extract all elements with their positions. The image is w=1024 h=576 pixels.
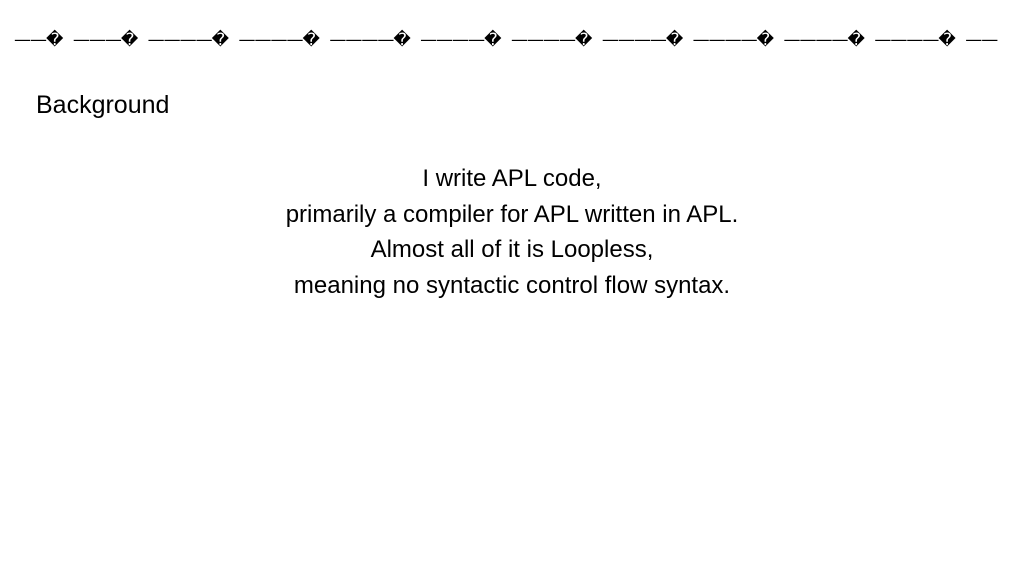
body-line-1: I write APL code, — [422, 165, 602, 192]
body-line-3: Almost all of it is Loopless, — [370, 236, 654, 263]
body-line-4: meaning no syntactic control flow syntax… — [293, 271, 731, 299]
slide-title: Background — [36, 91, 170, 119]
header-dash-marks: ——� ———� ————� ————� ————� ————� ————� —… — [14, 30, 998, 50]
body-line-2: primarily a compiler for APL written in … — [285, 200, 739, 228]
slide-body: I write APL code, primarily a compiler f… — [0, 161, 1024, 303]
